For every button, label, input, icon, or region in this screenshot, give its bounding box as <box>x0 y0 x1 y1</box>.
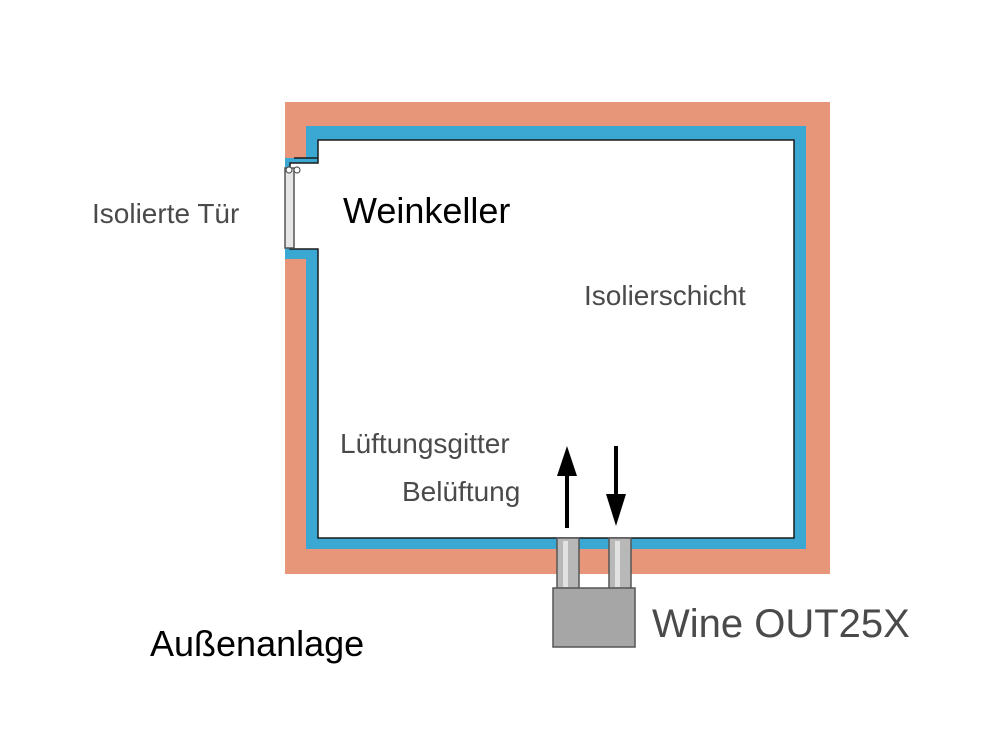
cellar-interior <box>289 139 795 539</box>
door-hinge-icon <box>285 166 293 174</box>
cellar-label: Weinkeller <box>343 190 511 231</box>
arrow-down-icon <box>606 446 626 526</box>
outdoor-unit <box>552 587 636 648</box>
insulated-door <box>284 157 318 249</box>
arrow-up-icon <box>557 446 577 528</box>
unit-label: Wine OUT25X <box>652 602 910 646</box>
door-hinge-icon <box>293 166 301 174</box>
ventilation-label: Belüftung <box>402 476 521 507</box>
ventilation-ducts <box>556 537 632 591</box>
door-label: Isolierte Tür <box>92 198 240 229</box>
insulation-label: Isolierschicht <box>584 280 746 311</box>
outdoor-label: Außenanlage <box>150 623 365 664</box>
grille-label: Lüftungsgitter <box>340 428 510 459</box>
